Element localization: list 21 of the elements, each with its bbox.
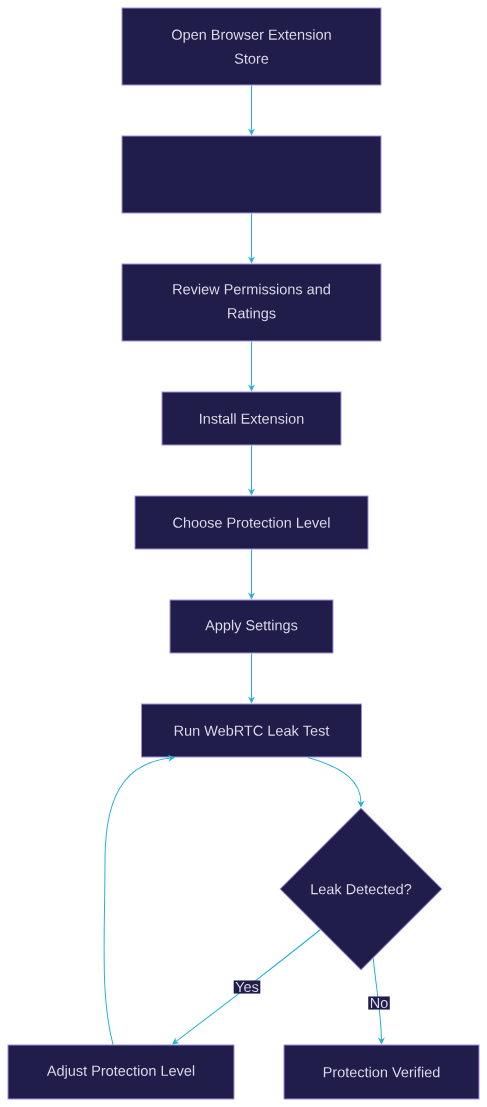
process-box: Review Permissions and Ratings xyxy=(121,263,382,342)
arrow xyxy=(172,929,321,1045)
arrow xyxy=(307,757,364,807)
process-box: Adjust Protection Level xyxy=(7,1044,235,1100)
process-box: Install Extension xyxy=(161,391,342,446)
process-box: Apply Settings xyxy=(169,599,334,654)
arrow xyxy=(248,85,255,135)
edge-label: No xyxy=(368,996,390,1010)
arrow xyxy=(248,341,255,391)
process-box: Run WebRTC Leak Test xyxy=(141,703,362,758)
arrow xyxy=(372,957,385,1044)
arrow xyxy=(248,445,255,495)
process-box: Choose Protection Level xyxy=(134,495,369,550)
arrow xyxy=(103,755,175,1045)
process-box: Protection Verified xyxy=(283,1044,480,1100)
arrow xyxy=(248,213,255,263)
process-box: Open Browser Extension Store xyxy=(121,7,382,86)
arrow xyxy=(248,549,255,599)
arrow xyxy=(248,653,255,703)
process-box xyxy=(121,135,382,214)
edge-label: Yes xyxy=(233,980,261,994)
